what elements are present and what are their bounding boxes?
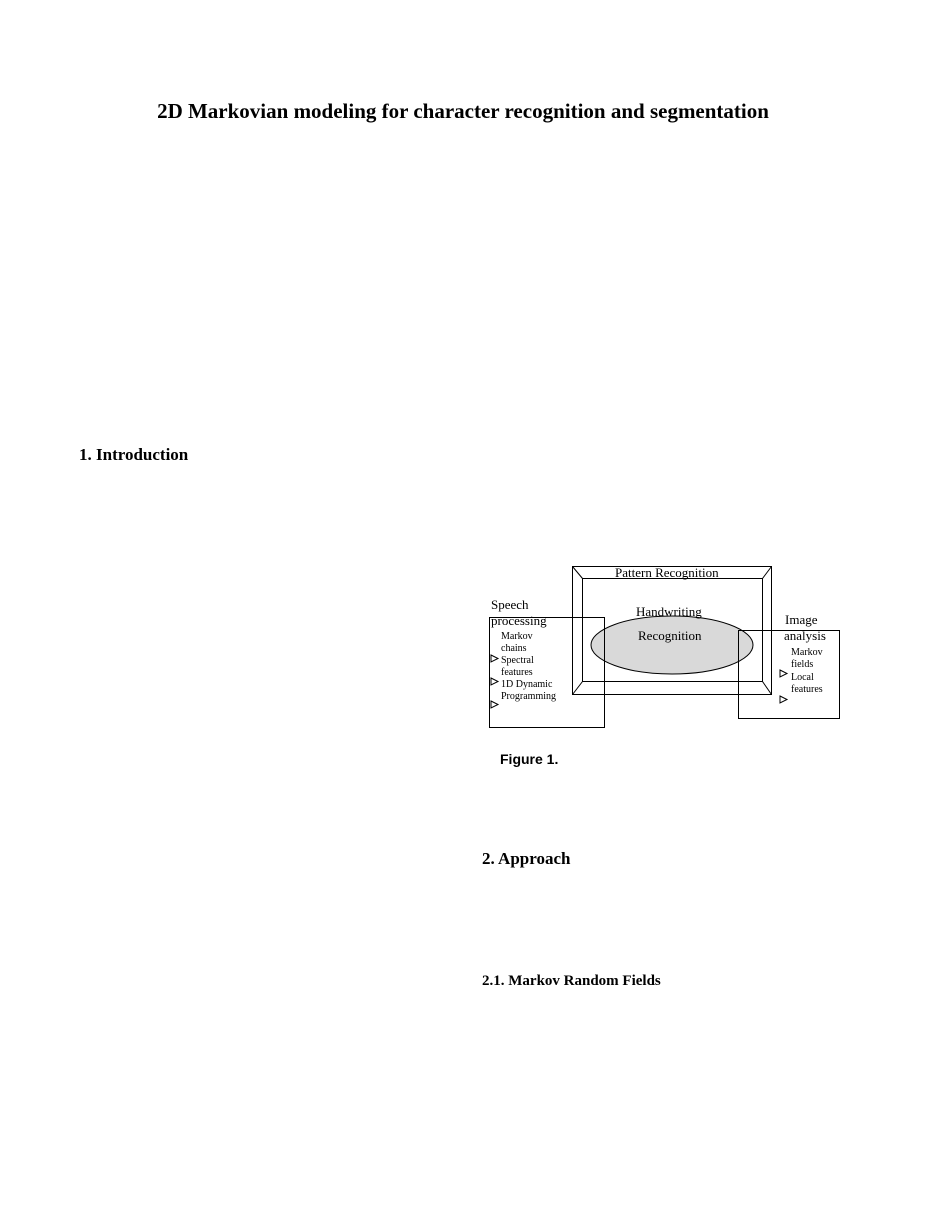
speech-item: chains (501, 643, 527, 654)
triangle-bullet-icon (490, 677, 500, 686)
triangle-bullet-icon (779, 669, 789, 678)
speech-item: 1D Dynamic (501, 679, 553, 690)
label-image: Image (785, 612, 818, 627)
section-heading-introduction: 1. Introduction (79, 445, 189, 464)
image-item: Local (791, 672, 814, 683)
label-analysis: analysis (784, 628, 826, 643)
label-handwriting: Handwriting (636, 604, 702, 619)
section-heading-approach: 2. Approach (482, 849, 571, 868)
label-recognition: Recognition (638, 628, 702, 643)
page-title: 2D Markovian modeling for character reco… (157, 99, 769, 123)
speech-item: Spectral (501, 655, 534, 666)
figure-caption: Figure 1. (500, 751, 559, 767)
image-item: features (791, 684, 823, 695)
label-pattern-recognition: Pattern Recognition (615, 565, 719, 580)
label-processing: processing (491, 613, 547, 628)
speech-item: Programming (501, 691, 556, 702)
subsection-heading-mrf: 2.1. Markov Random Fields (482, 973, 661, 989)
speech-item: features (501, 667, 533, 678)
handwriting-recognition-ellipse (590, 615, 754, 675)
speech-processing-box (489, 617, 605, 728)
image-item: Markov (791, 647, 823, 658)
speech-item: Markov (501, 631, 533, 642)
image-item: fields (791, 659, 814, 670)
triangle-bullet-icon (490, 700, 500, 709)
image-analysis-box (738, 630, 840, 719)
triangle-bullet-icon (490, 654, 500, 663)
triangle-bullet-icon (779, 695, 789, 704)
label-speech: Speech (491, 597, 529, 612)
